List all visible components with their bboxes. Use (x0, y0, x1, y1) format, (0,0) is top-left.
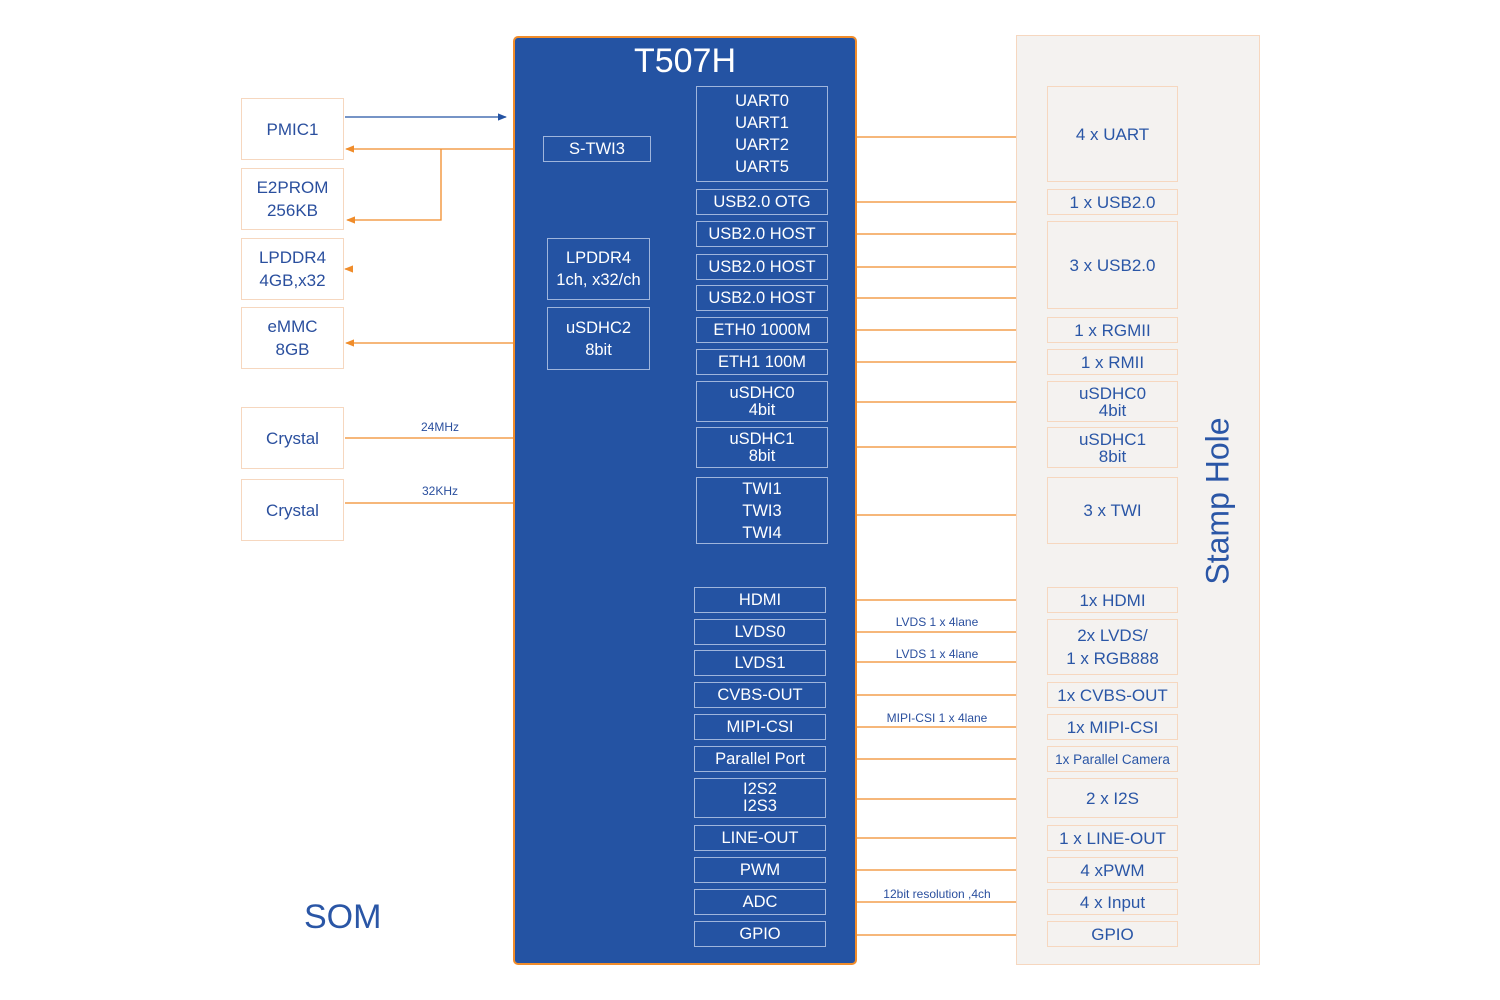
chip-iface-lvds0: LVDS0 (694, 619, 826, 645)
chip-iface-uart: UART0 UART1 UART2 UART5 (696, 86, 828, 182)
pin-i2s: 2 x I2S (1047, 778, 1178, 818)
eeprom-box: E2PROM 256KB (241, 168, 344, 230)
crystal-24mhz-box: Crystal (241, 407, 344, 469)
chip-iface-usdhc1: uSDHC1 8bit (696, 427, 828, 468)
pin-mipi: 1x MIPI-CSI (1047, 714, 1178, 740)
pin-uart: 4 x UART (1047, 86, 1178, 182)
pin-rmii: 1 x RMII (1047, 349, 1178, 375)
lvds1-link-label: LVDS 1 x 4lane (895, 647, 979, 661)
usdhc2-block: uSDHC2 8bit (547, 307, 650, 370)
chip-iface-mipi: MIPI-CSI (694, 714, 826, 740)
soc-block: T507H (513, 36, 857, 965)
chip-iface-host1: USB2.0 HOST (696, 221, 828, 247)
chip-iface-lvds1: LVDS1 (694, 650, 826, 676)
chip-iface-usdhc0: uSDHC0 4bit (696, 381, 828, 422)
pin-usb-otg: 1 x USB2.0 (1047, 189, 1178, 215)
chip-iface-lineout: LINE-OUT (694, 825, 826, 851)
chip-iface-twi: TWI1 TWI3 TWI4 (696, 477, 828, 544)
pin-usb-host: 3 x USB2.0 (1047, 221, 1178, 309)
pin-gpio: GPIO (1047, 921, 1178, 947)
lpddr-controller-block: LPDDR4 1ch, x32/ch (547, 238, 650, 300)
eeprom-stwi-link (346, 149, 442, 224)
pmic-box: PMIC1 (241, 98, 344, 160)
stamp-hole-label: Stamp Hole (1199, 417, 1236, 585)
crystal-32khz-box: Crystal (241, 479, 344, 541)
pin-adc-input: 4 x Input (1047, 889, 1178, 915)
crystal2-frequency-label: 32KHz (421, 484, 459, 498)
chip-iface-hdmi: HDMI (694, 587, 826, 613)
crystal1-frequency-label: 24MHz (420, 420, 460, 434)
mipi-link-label: MIPI-CSI 1 x 4lane (886, 711, 988, 725)
chip-iface-host3: USB2.0 HOST (696, 285, 828, 311)
pin-usdhc1: uSDHC1 8bit (1047, 427, 1178, 468)
som-label: SOM (304, 898, 382, 936)
chip-iface-pwm: PWM (694, 857, 826, 883)
lpddr-box: LPDDR4 4GB,x32 (241, 238, 344, 300)
chip-iface-gpio: GPIO (694, 921, 826, 947)
pin-parallel-camera: 1x Parallel Camera (1047, 746, 1178, 772)
chip-iface-i2s: I2S2 I2S3 (694, 778, 826, 818)
chip-iface-cvbs: CVBS-OUT (694, 682, 826, 708)
pin-twi: 3 x TWI (1047, 477, 1178, 544)
pin-pwm: 4 xPWM (1047, 857, 1178, 883)
emmc-box: eMMC 8GB (241, 307, 344, 369)
pin-usdhc0: uSDHC0 4bit (1047, 381, 1178, 422)
lvds0-link-label: LVDS 1 x 4lane (895, 615, 979, 629)
chip-iface-otg: USB2.0 OTG (696, 189, 828, 215)
soc-title: T507H (633, 42, 737, 80)
pin-rgmii: 1 x RGMII (1047, 317, 1178, 343)
pin-lineout: 1 x LINE-OUT (1047, 825, 1178, 851)
pin-hdmi: 1x HDMI (1047, 587, 1178, 613)
chip-iface-eth1: ETH1 100M (696, 349, 828, 375)
stwi-block: S-TWI3 (543, 136, 651, 162)
chip-iface-host2: USB2.0 HOST (696, 254, 828, 280)
chip-iface-adc: ADC (694, 889, 826, 915)
chip-iface-parallel: Parallel Port (694, 746, 826, 772)
pin-lvds-rgb: 2x LVDS/ 1 x RGB888 (1047, 619, 1178, 675)
pin-cvbs: 1x CVBS-OUT (1047, 682, 1178, 708)
chip-iface-eth0: ETH0 1000M (696, 317, 828, 343)
adc-link-label: 12bit resolution ,4ch (883, 887, 991, 901)
